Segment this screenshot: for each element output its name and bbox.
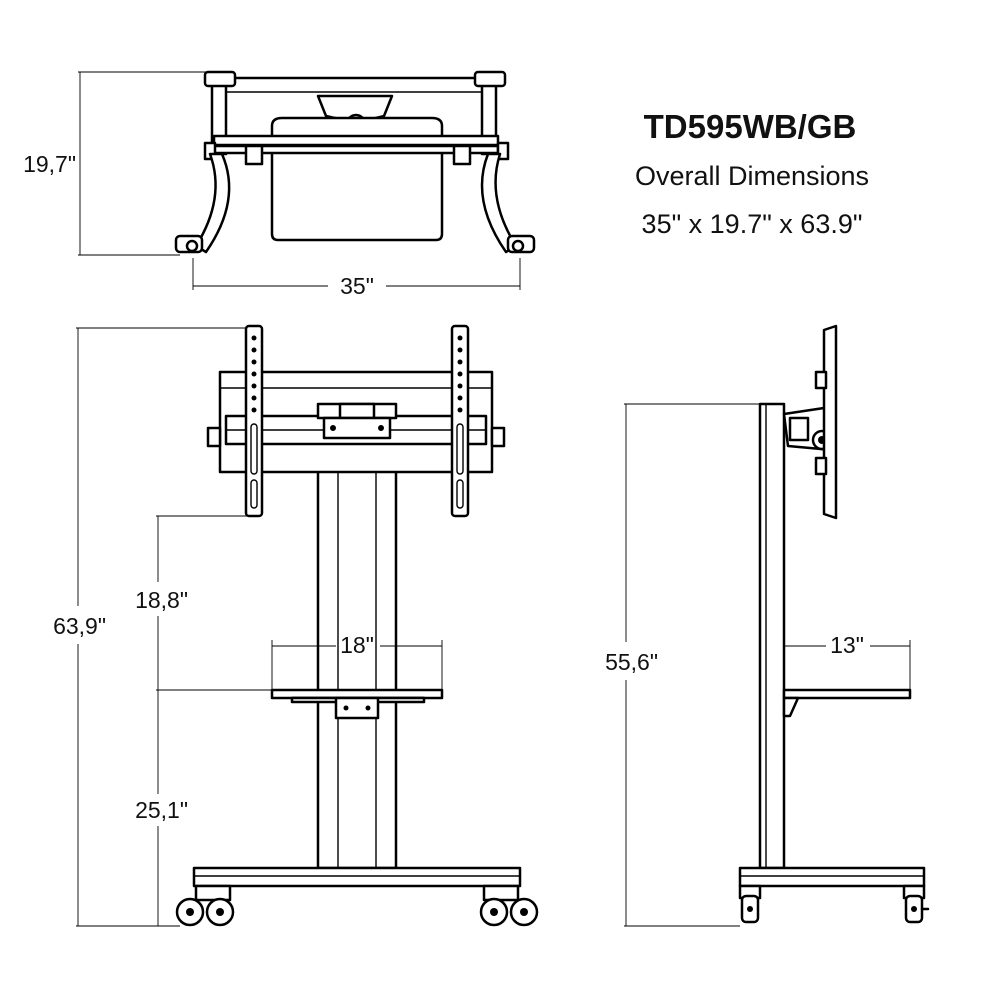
top-view: 19,7" 35" <box>23 70 536 299</box>
side-shelf-depth-label: 13" <box>830 632 864 658</box>
overall-dimensions: 35" x 19.7" x 63.9" <box>642 209 863 239</box>
front-upper-height-label: 18,8" <box>135 587 188 613</box>
model-title: TD595WB/GB <box>644 108 857 145</box>
subtitle: Overall Dimensions <box>635 161 869 191</box>
top-width-label: 35" <box>340 273 374 299</box>
top-depth-label: 19,7" <box>23 151 76 177</box>
front-total-height-label: 63,9" <box>53 613 106 639</box>
front-view: 63,9" 18,8" 25,1" 18" <box>53 324 539 927</box>
side-height-label: 55,6" <box>605 649 658 675</box>
front-shelf-width-label: 18" <box>340 632 374 658</box>
front-lower-height-label: 25,1" <box>135 797 188 823</box>
side-view: 55,6" 13" <box>605 324 930 927</box>
title-block: TD595WB/GB Overall Dimensions 35" x 19.7… <box>635 108 869 239</box>
